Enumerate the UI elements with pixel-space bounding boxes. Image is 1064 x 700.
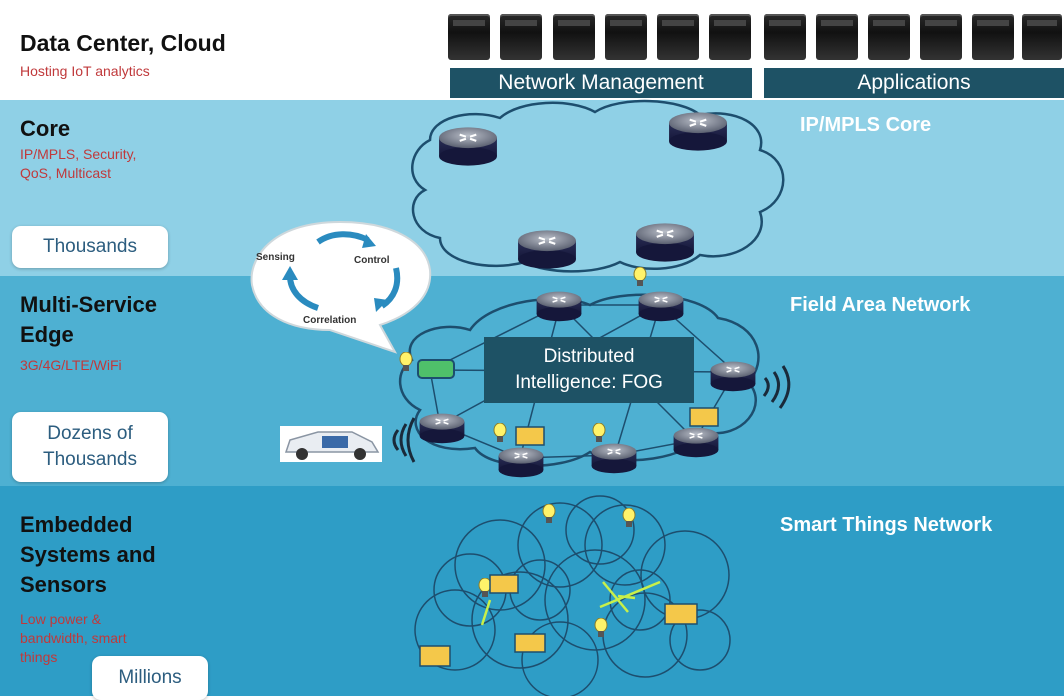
things-subtitle-line3: things: [20, 649, 58, 665]
server-icon: [657, 14, 699, 60]
core-subtitle-line2: QoS, Multicast: [20, 165, 112, 181]
server-icon: [709, 14, 751, 60]
server-icon: [920, 14, 962, 60]
gateway-device: [417, 359, 455, 379]
things-title-line1: Embedded: [20, 512, 133, 537]
core-title: Core: [20, 116, 71, 141]
network-management-bar: Network Management: [450, 68, 752, 98]
server-icon: [448, 14, 490, 60]
fog-line1: Distributed: [543, 346, 635, 367]
datacenter-title: Data Center, Cloud: [20, 30, 226, 56]
server-icon: [868, 14, 910, 60]
server-icon: [764, 14, 806, 60]
server-icon: [972, 14, 1014, 60]
things-title-line3: Sensors: [20, 572, 107, 597]
field-area-cloud: [398, 293, 760, 467]
edge-count-line1: Dozens of: [47, 423, 133, 444]
edge-subtitle: 3G/4G/LTE/WiFi: [20, 357, 122, 373]
car-icon: [280, 426, 382, 462]
wireless-signal-icon: [392, 365, 791, 463]
smart-things-links: [480, 580, 661, 626]
server-icon: [1022, 14, 1062, 60]
core-routers: [438, 111, 728, 270]
field-network-label: Field Area Network: [790, 294, 971, 316]
things-subtitle: Low power & bandwidth, smart things: [20, 610, 127, 667]
control-loop-bubble: [250, 220, 432, 354]
smart-network-label: Smart Things Network: [780, 514, 993, 536]
core-subtitle: IP/MPLS, Security, QoS, Multicast: [20, 145, 136, 183]
cycle-correlation-label: Correlation: [303, 315, 356, 326]
things-subtitle-line1: Low power &: [20, 611, 101, 627]
edge-title-line2: Edge: [20, 322, 74, 347]
cycle-control-label: Control: [354, 255, 390, 266]
fog-box: Distributed Intelligence: FOG: [484, 337, 694, 403]
smart-things-devices: [419, 504, 698, 667]
edge-title: Multi-Service Edge: [20, 290, 157, 350]
edge-count-badge: Dozens of Thousands: [12, 412, 168, 482]
core-count-badge: Thousands: [12, 226, 168, 268]
core-cloud: [411, 99, 785, 273]
server-icon: [553, 14, 595, 60]
applications-bar: Applications: [764, 68, 1064, 98]
things-count-badge: Millions: [92, 656, 208, 700]
server-icon: [605, 14, 647, 60]
fog-line2: Intelligence: FOG: [515, 372, 663, 393]
server-icon: [500, 14, 542, 60]
core-network-label: IP/MPLS Core: [800, 114, 932, 136]
core-subtitle-line1: IP/MPLS, Security,: [20, 146, 137, 162]
edge-count-line2: Thousands: [42, 449, 137, 470]
server-icon: [816, 14, 858, 60]
things-title-line2: Systems and: [20, 542, 156, 567]
datacenter-subtitle: Hosting IoT analytics: [20, 63, 150, 79]
smart-things-mesh: [414, 495, 731, 696]
things-subtitle-line2: bandwidth, smart: [20, 630, 127, 646]
edge-title-line1: Multi-Service: [20, 292, 157, 317]
things-title: Embedded Systems and Sensors: [20, 510, 156, 600]
field-sensors: [399, 267, 719, 446]
cycle-sensing-label: Sensing: [256, 252, 295, 263]
